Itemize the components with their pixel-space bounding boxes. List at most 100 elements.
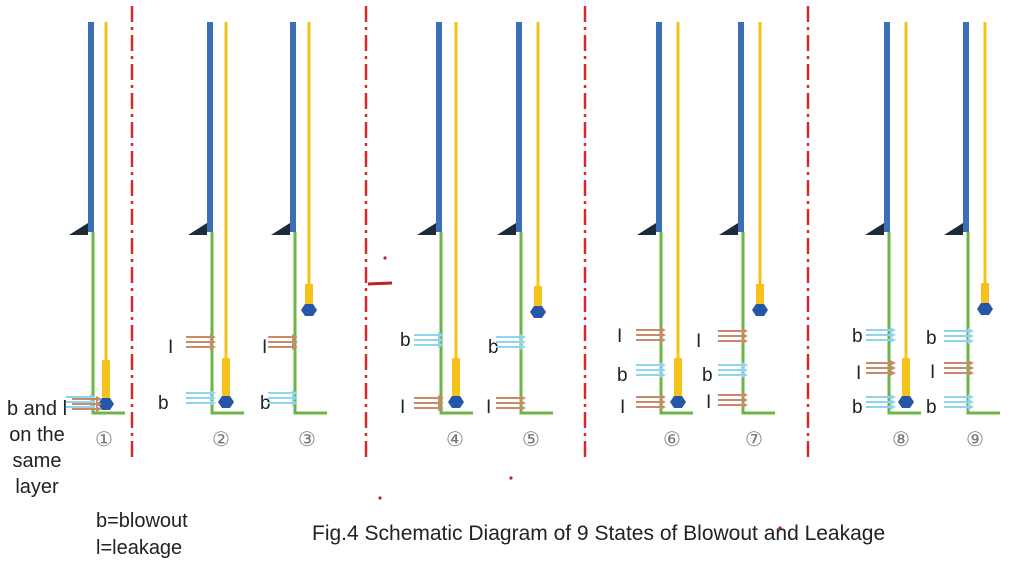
flow-arrow-head <box>890 360 896 366</box>
figure-caption: Fig.4 Schematic Diagram of 9 States of B… <box>312 522 886 545</box>
divider-dot <box>383 256 387 260</box>
casing-shoe <box>944 223 963 235</box>
flow-arrow-head <box>890 404 896 410</box>
flow-arrow-head <box>438 395 444 401</box>
leakage-marker: I <box>620 397 625 418</box>
drill-bit <box>670 396 686 408</box>
flow-arrow-head <box>292 344 298 350</box>
blowout-marker: b <box>926 397 937 418</box>
flow-arrow-head <box>292 400 298 406</box>
flow-arrow-head <box>968 360 974 366</box>
wellbore-wall <box>293 232 327 415</box>
blowout-flow-arrows <box>636 362 666 378</box>
drill-bit <box>898 396 914 408</box>
wellbore-wall <box>741 232 775 415</box>
drill-bit <box>218 396 234 408</box>
blowout-marker: b <box>617 365 628 386</box>
leakage-flow-arrows <box>186 334 216 350</box>
well-schematics <box>69 22 1000 415</box>
state-number: ① <box>95 427 113 451</box>
same-layer-note-line: b and l <box>6 398 68 420</box>
drill-bit <box>530 306 546 318</box>
flow-arrow-head <box>210 344 216 350</box>
flow-arrow-head <box>210 339 216 345</box>
leakage-marker: I <box>930 362 935 383</box>
flow-arrow-head <box>890 337 896 343</box>
blowout-marker: b <box>702 365 713 386</box>
flow-arrow-head <box>520 395 526 401</box>
wellbore-wall <box>659 232 693 415</box>
casing-shoe <box>865 223 884 235</box>
blowout-flow-arrows <box>718 362 748 378</box>
well <box>69 22 125 415</box>
casing <box>516 22 522 232</box>
state-number: ⑧ <box>892 427 910 451</box>
drill-bit <box>752 304 768 316</box>
flow-arrow-head <box>660 337 666 343</box>
leakage-flow-arrows <box>718 328 748 344</box>
flow-arrow-head <box>520 405 526 411</box>
wellbore-wall <box>966 232 1000 415</box>
casing-shoe <box>188 223 207 235</box>
blowout-flow-arrows <box>944 394 974 410</box>
flow-arrow-head <box>660 372 666 378</box>
leakage-marker: I <box>168 337 173 358</box>
blowout-marker: b <box>926 328 937 349</box>
divider-dot <box>778 526 782 530</box>
flow-arrow-head <box>890 327 896 333</box>
blowout-marker: b <box>488 337 499 358</box>
flow-arrow-head <box>520 400 526 406</box>
flow-arrow-head <box>660 394 666 400</box>
wellbore-wall <box>887 232 921 415</box>
leakage-flow-arrows <box>414 395 444 411</box>
flow-arrow-head <box>292 390 298 396</box>
casing-shoe <box>271 223 290 235</box>
casing-shoe <box>69 223 88 235</box>
well <box>497 22 553 415</box>
flow-arrow-head <box>660 362 666 368</box>
flow-arrow-head <box>660 367 666 373</box>
flow-arrow-head <box>292 339 298 345</box>
flow-arrow-head <box>968 338 974 344</box>
flow-arrow-head <box>438 405 444 411</box>
state-number: ⑤ <box>522 427 540 451</box>
flow-arrow-head <box>968 394 974 400</box>
flow-arrow-head <box>96 401 102 407</box>
drill-bit <box>301 304 317 316</box>
leakage-flow-arrows <box>496 395 526 411</box>
leakage-flow-arrows <box>636 327 666 343</box>
blowout-marker: b <box>260 393 271 414</box>
casing <box>738 22 744 232</box>
flow-arrow-head <box>210 400 216 406</box>
drill-tool <box>756 284 764 304</box>
flow-arrow-head <box>742 367 748 373</box>
casing <box>290 22 296 232</box>
wellbore-wall <box>210 232 244 415</box>
casing-shoe <box>719 223 738 235</box>
leakage-flow-arrows <box>636 394 666 410</box>
well <box>719 22 775 415</box>
casing-shoe <box>637 223 656 235</box>
state-number: ⑨ <box>966 427 984 451</box>
state-number: ② <box>212 427 230 451</box>
blowout-flow-arrows <box>866 327 896 343</box>
flow-arrow-head <box>742 392 748 398</box>
flow-arrow-head <box>96 396 102 402</box>
blowout-flow-arrows <box>496 334 526 350</box>
legend: b=blowout l=leakage <box>96 508 188 562</box>
blowout-flow-arrows <box>944 328 974 344</box>
flow-arrow-head <box>742 338 748 344</box>
blowout-flow-arrows <box>186 390 216 406</box>
wellbore-wall <box>519 232 553 415</box>
well <box>188 22 244 415</box>
casing <box>963 22 969 232</box>
leakage-flow-arrows <box>72 396 102 412</box>
flow-arrow-head <box>890 399 896 405</box>
well <box>865 22 921 415</box>
well <box>637 22 693 415</box>
leakage-marker: I <box>696 331 701 352</box>
drill-tool <box>674 358 682 396</box>
state-number: ⑦ <box>745 427 763 451</box>
blowout-flow-arrows <box>66 394 96 410</box>
